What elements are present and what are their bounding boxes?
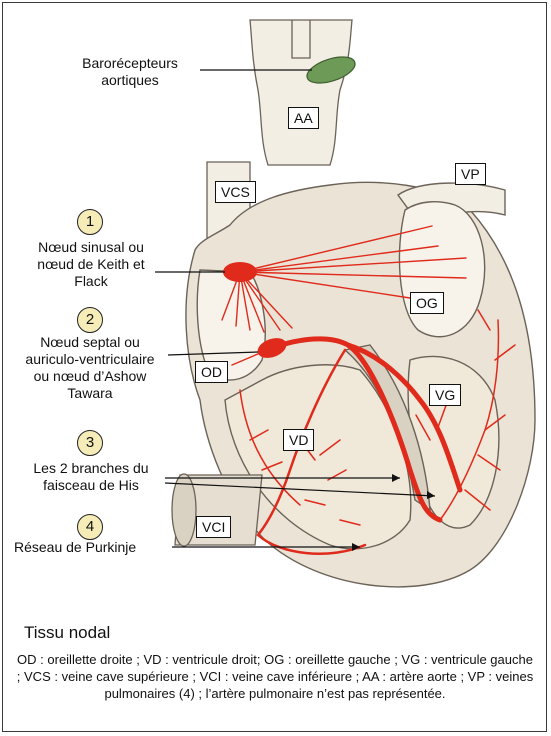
item-1-text: Nœud sinusal ou nœud de Keith et Flack (16, 239, 166, 290)
aorta (250, 20, 352, 165)
legend-text: OD : oreillette droite ; VD : ventricule… (14, 651, 536, 702)
item-3-text: Les 2 branches du faisceau de His (16, 460, 166, 494)
item-2-number: 2 (77, 307, 103, 333)
item-2-text: Nœud septal ou auriculo-ventriculaire ou… (10, 334, 170, 402)
vd-label: VD (283, 429, 314, 451)
item-4-number: 4 (77, 514, 103, 540)
item-4-text: Réseau de Purkinje (14, 539, 174, 556)
vg-label: VG (429, 384, 461, 406)
sinus-node (223, 262, 257, 282)
item-1-number: 1 (77, 209, 103, 235)
vcs-label: VCS (215, 181, 256, 203)
item-3-number: 3 (77, 430, 103, 456)
vci-label: VCI (196, 516, 231, 538)
og-label: OG (410, 292, 444, 314)
od-label: OD (195, 361, 228, 383)
baroreceptors-label: Barorécepteurs aortiques (60, 55, 200, 89)
vp-label: VP (455, 163, 486, 185)
legend-title: Tissu nodal (24, 623, 110, 643)
aa-label: AA (288, 107, 319, 129)
